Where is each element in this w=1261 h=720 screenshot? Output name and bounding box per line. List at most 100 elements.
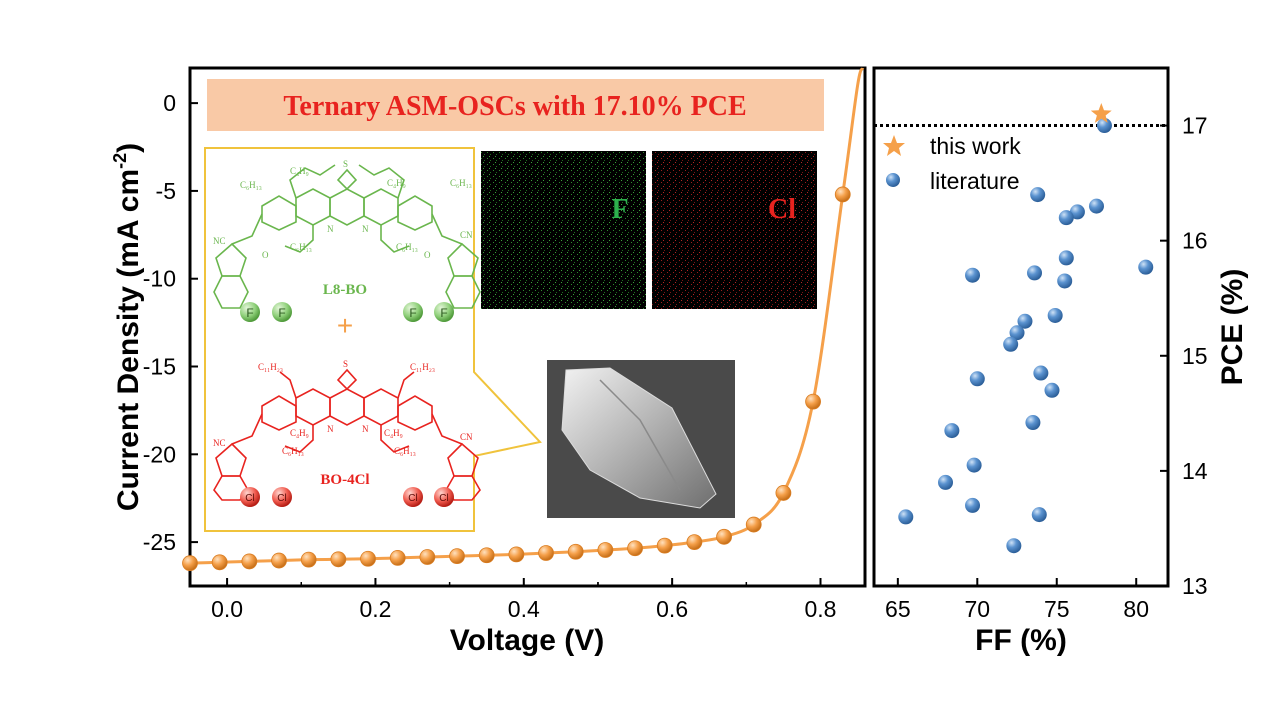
jv-data-point bbox=[360, 550, 376, 567]
jv-y-tick-label: 0 bbox=[163, 90, 176, 116]
bo4cl-atom-s-top: S bbox=[343, 359, 348, 369]
jv-data-point bbox=[567, 543, 584, 560]
l8bo-f-2: F bbox=[278, 306, 285, 320]
jv-data-point bbox=[656, 537, 673, 554]
l8bo-sub-c4h9-left: C₄H₉ bbox=[290, 166, 309, 176]
pce-literature-point bbox=[1057, 273, 1073, 289]
jv-x-tick-label: 0.2 bbox=[359, 596, 391, 622]
jv-x-tick-label: 0.4 bbox=[508, 596, 540, 622]
pce-y-tick-label: 14 bbox=[1182, 458, 1208, 484]
pce-y-tick-label: 16 bbox=[1182, 228, 1208, 254]
pce-x-tick-label: 75 bbox=[1044, 596, 1070, 622]
pce-y-axis-label: PCE (%) bbox=[1216, 269, 1249, 386]
molecule-label-l8bo: L8-BO bbox=[323, 282, 367, 298]
pce-literature-point bbox=[969, 371, 985, 387]
l8bo-atom-o-right: O bbox=[424, 250, 431, 260]
jv-x-tick-label: 0.6 bbox=[656, 596, 688, 622]
molecule-label-bo4cl: BO-4Cl bbox=[320, 472, 369, 488]
jv-data-point bbox=[834, 186, 851, 203]
jv-y-tick-label: -25 bbox=[143, 529, 176, 555]
l8bo-f-1: F bbox=[246, 306, 253, 320]
eds-map-chlorine bbox=[652, 151, 817, 309]
jv-y-tick-label: -20 bbox=[143, 441, 176, 467]
legend-label-this-work: this work bbox=[930, 133, 1021, 159]
jv-x-tick-label: 0.0 bbox=[211, 596, 243, 622]
jv-data-point bbox=[271, 552, 287, 569]
l8bo-sub-c6h13-mid-right: C₆H₁₃ bbox=[396, 242, 418, 252]
jv-data-point bbox=[745, 516, 762, 533]
legend: this work literature bbox=[883, 133, 1021, 194]
pce-x-tick-label: 65 bbox=[885, 596, 911, 622]
bo4cl-sub-c6h13-right: C₆H₁₃ bbox=[394, 446, 416, 456]
jv-y-axis-label-close: ) bbox=[112, 143, 145, 153]
jv-data-point bbox=[182, 555, 198, 572]
jv-y-tick-label: -15 bbox=[143, 354, 176, 380]
pce-y-tick-label: 13 bbox=[1182, 573, 1208, 599]
jv-data-point bbox=[805, 393, 821, 410]
eds-map-label-cl: Cl bbox=[768, 194, 796, 225]
pce-data bbox=[874, 103, 1168, 554]
title-banner: Ternary ASM-OSCs with 17.10% PCE bbox=[283, 91, 746, 122]
pce-literature-point bbox=[1058, 250, 1074, 266]
l8bo-sub-c6h13-mid-left: C₆H₁₃ bbox=[290, 242, 312, 252]
l8bo-atom-o-left: O bbox=[262, 250, 269, 260]
pce-literature-point bbox=[1017, 313, 1033, 329]
pce-literature-point bbox=[1058, 210, 1074, 226]
pce-x-tick-label: 70 bbox=[965, 596, 991, 622]
pce-literature-point bbox=[1009, 325, 1025, 341]
jv-data-point bbox=[597, 542, 614, 558]
jv-y-axis-label-main: Current Density (mA cm bbox=[112, 169, 145, 511]
pce-x-tick-label: 80 bbox=[1123, 596, 1149, 622]
jv-data-point bbox=[478, 547, 495, 564]
eds-map-fluorine bbox=[481, 151, 646, 309]
jv-y-tick-label: -5 bbox=[156, 178, 176, 204]
sem-crystal bbox=[561, 367, 717, 509]
l8bo-fluorine-atoms bbox=[240, 302, 454, 322]
legend-label-literature: literature bbox=[930, 168, 1019, 194]
molecule-l8bo bbox=[213, 164, 481, 309]
eds-map-label-f: F bbox=[611, 194, 628, 225]
l8bo-f-4: F bbox=[440, 306, 447, 320]
pce-literature-point bbox=[1088, 198, 1104, 214]
plus-sign: + bbox=[337, 310, 353, 341]
bo4cl-sub-c11h23-left: C₁₁H₂₃ bbox=[258, 362, 283, 372]
bo4cl-cl-2: Cl bbox=[277, 493, 286, 504]
pce-literature-point bbox=[1003, 336, 1019, 352]
pce-literature-point bbox=[966, 457, 982, 473]
bo4cl-chlorine-atoms bbox=[240, 487, 454, 507]
jv-data-point bbox=[627, 540, 643, 557]
pce-literature-point bbox=[965, 267, 981, 283]
bo4cl-atom-n-left: N bbox=[327, 424, 334, 434]
pce-axes-frame bbox=[872, 66, 1170, 588]
bo4cl-cl-4: Cl bbox=[439, 493, 448, 504]
jv-data-point bbox=[241, 553, 258, 570]
pce-literature-point bbox=[944, 423, 960, 439]
jv-data-point bbox=[538, 545, 554, 561]
pce-y-tick-label: 17 bbox=[1182, 113, 1208, 139]
l8bo-sub-c6h13-left: C₆H₁₃ bbox=[240, 180, 262, 190]
pce-literature-point bbox=[1031, 507, 1047, 523]
l8bo-atom-s-top: S bbox=[343, 159, 348, 169]
bo4cl-atom-n-right: N bbox=[362, 424, 369, 434]
jv-y-axis-label-sup: -2 bbox=[110, 153, 130, 169]
pce-literature-point bbox=[1006, 538, 1022, 554]
jv-data-point bbox=[508, 546, 525, 563]
pce-literature-point bbox=[1033, 365, 1049, 381]
inset-callout-frame bbox=[204, 147, 542, 532]
molecule-bo4cl bbox=[213, 368, 481, 501]
jv-data bbox=[182, 67, 865, 572]
jv-data-point bbox=[300, 551, 317, 568]
jv-data-point bbox=[330, 551, 347, 568]
pce-literature-point bbox=[1044, 382, 1060, 398]
bo4cl-sub-c6h13-left: C₆H₁₃ bbox=[282, 446, 304, 456]
pce-this-work-star bbox=[1090, 103, 1112, 123]
bo4cl-sub-c4h9-left: C₄H₉ bbox=[290, 428, 309, 438]
sem-crystal-edge bbox=[599, 379, 681, 491]
l8bo-atom-cn-left: NC bbox=[213, 236, 226, 246]
jv-data-point bbox=[716, 528, 732, 545]
l8bo-sub-c6h13-right: C₆H₁₃ bbox=[450, 178, 472, 188]
jv-x-axis-label: Voltage (V) bbox=[450, 624, 604, 657]
jv-data-point bbox=[686, 534, 703, 551]
jv-data-point bbox=[775, 485, 792, 501]
